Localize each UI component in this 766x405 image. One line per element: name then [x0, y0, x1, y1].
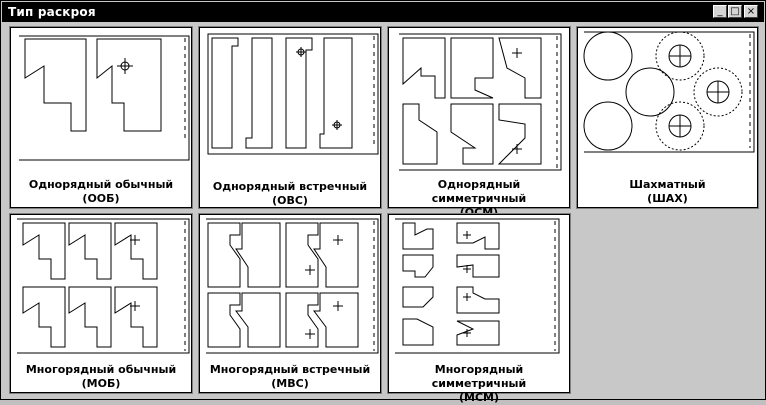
osm-layout-icon: [399, 33, 562, 171]
tile-code: (МВС): [271, 377, 309, 390]
tile-code: (ООБ): [82, 192, 120, 205]
window-title: Тип раскроя: [8, 5, 96, 19]
tile-name: Многорядный обычный: [25, 363, 177, 376]
mvs-layout-icon: [206, 218, 379, 354]
tile-caption: Однорядный обычный (ООБ): [11, 178, 191, 206]
oob-layout-icon: [19, 35, 190, 161]
tile-mob[interactable]: Многорядный обычный (МОБ): [9, 213, 193, 394]
tile-caption: Однорядный встречный (ОВС): [200, 180, 380, 208]
maximize-button[interactable]: □: [728, 5, 742, 18]
tile-msm[interactable]: Многорядный симметричный (МСМ): [387, 213, 571, 404]
tile-mvs[interactable]: Многорядный встречный (МВС): [198, 213, 382, 394]
tile-caption: Многорядный обычный (МОБ): [11, 363, 191, 391]
tile-caption: Многорядный симметричный (МСМ): [389, 363, 569, 405]
tile-name: Многорядный встречный: [209, 363, 371, 376]
close-button[interactable]: ×: [744, 5, 758, 18]
title-bar[interactable]: Тип раскроя _ □ ×: [2, 2, 764, 22]
tile-name: Однорядный симметричный: [431, 178, 527, 205]
tile-code: (МОБ): [81, 377, 121, 390]
tile-name: Многорядный симметричный: [431, 363, 527, 390]
msm-layout-icon: [395, 218, 560, 354]
tile-code: (ШАХ): [647, 192, 688, 205]
tile-osm[interactable]: Однорядный симметричный (ОСМ): [387, 26, 571, 219]
tile-oob[interactable]: Однорядный обычный (ООБ): [9, 26, 193, 209]
tile-name: Шахматный: [629, 178, 706, 191]
tile-code: (МСМ): [458, 391, 500, 404]
mob-layout-icon: [17, 218, 190, 354]
minimize-button[interactable]: _: [713, 5, 727, 18]
tile-ovs[interactable]: Однорядный встречный (ОВС): [198, 26, 382, 209]
ovs-layout-icon: [207, 33, 379, 155]
tile-caption: Многорядный встречный (МВС): [200, 363, 380, 391]
tile-shah[interactable]: Шахматный (ШАХ): [576, 26, 759, 209]
tile-name: Однорядный обычный: [28, 178, 174, 191]
tile-code: (ОВС): [272, 194, 308, 207]
tile-caption: Шахматный (ШАХ): [578, 178, 757, 206]
shah-layout-icon: [583, 31, 755, 153]
tile-name: Однорядный встречный: [212, 180, 368, 193]
